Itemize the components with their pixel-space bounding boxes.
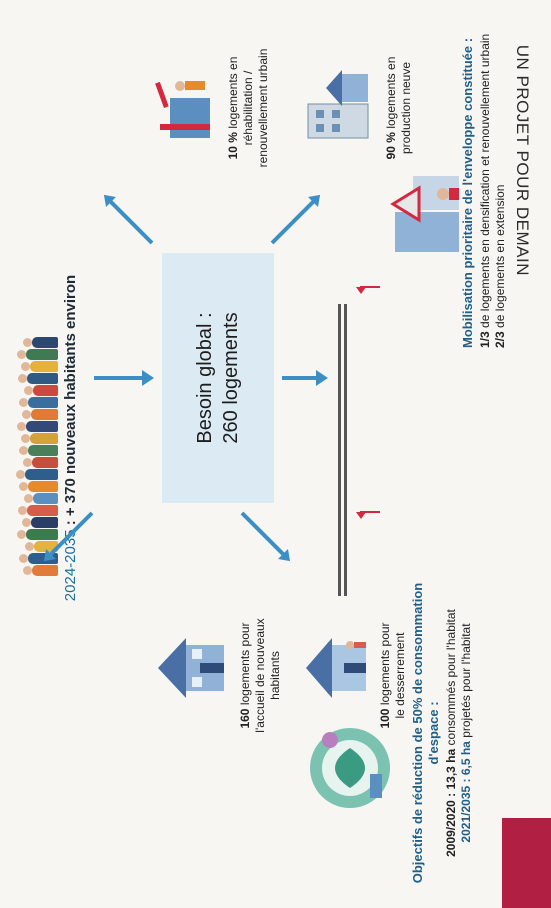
mobilisation-line-2-value: 2/3 bbox=[493, 331, 507, 348]
globe-ecology-icon bbox=[300, 718, 400, 818]
house-family-icon bbox=[300, 633, 370, 703]
house-with-people-icon bbox=[150, 633, 228, 703]
arrow-to-rehabilitation bbox=[108, 199, 154, 245]
construction-workers-icon bbox=[140, 68, 218, 148]
global-need-value: 260 logements bbox=[220, 312, 242, 444]
mobilisation-line-2: 2/3 de logements en extension bbox=[493, 18, 508, 348]
global-need-title: Besoin global : bbox=[194, 312, 216, 444]
divider-line-2 bbox=[344, 304, 347, 596]
arrow-population-to-need bbox=[94, 376, 144, 380]
need-new-residents: 160 logements pour l'accueil de nouveaux… bbox=[238, 618, 283, 733]
mobilisation-line-2-text: de logements en extension bbox=[493, 184, 507, 332]
crowd-people-icon bbox=[14, 326, 58, 576]
objectives-line-2: 2021/2035 : 6,5 ha projetés pour l'habit… bbox=[459, 568, 474, 898]
urban-construction-icon bbox=[385, 168, 465, 258]
objectives-line-1-value: 2009/2020 : 13,3 ha bbox=[444, 748, 458, 857]
need-new-production: 90 % logements en production neuve bbox=[384, 43, 414, 173]
arrow-head-2 bbox=[316, 370, 328, 386]
objectives-title: Objectifs de réduction de 50% de consomm… bbox=[410, 582, 441, 884]
need-desserrement: 100 logements pour le desserrement bbox=[378, 618, 408, 733]
new-building-icon bbox=[298, 66, 376, 146]
objectives-line-2-text: projetés pour l'habitat bbox=[459, 623, 473, 742]
need-new-production-value: 90 % bbox=[384, 132, 398, 160]
objectives-line-1-text: consommés pour l'habitat bbox=[444, 609, 458, 749]
banner: UN PROJET POUR DEMAIN bbox=[502, 0, 551, 908]
arrow-to-desserrement bbox=[240, 511, 286, 557]
arrow-need-to-divider bbox=[282, 376, 318, 380]
objectives-block: Objectifs de réduction de 50% de consomm… bbox=[410, 568, 474, 898]
global-need-box: Besoin global : 260 logements bbox=[162, 253, 274, 503]
red-arrow-mobilisation bbox=[360, 286, 380, 288]
need-desserrement-label: logements pour le desserrement bbox=[378, 622, 407, 719]
mobilisation-title: Mobilisation prioritaire de l'enveloppe … bbox=[460, 37, 475, 348]
divider-line bbox=[338, 304, 341, 596]
mobilisation-line-1-text: de logements en densification et renouve… bbox=[478, 33, 492, 332]
arrow-head bbox=[142, 370, 154, 386]
mobilisation-block: Mobilisation prioritaire de l'enveloppe … bbox=[460, 18, 508, 348]
need-new-residents-value: 160 bbox=[238, 708, 252, 729]
population-caption: 2024-2035 : + 370 nouveaux habitants env… bbox=[62, 273, 79, 603]
arrow-to-new-production bbox=[270, 199, 316, 245]
objectives-line-1: 2009/2020 : 13,3 ha consommés pour l'hab… bbox=[444, 568, 459, 898]
need-rehabilitation: 10 % logements en réhabilitation / renou… bbox=[226, 38, 271, 178]
mobilisation-line-1: 1/3 de logements en densification et ren… bbox=[478, 18, 493, 348]
banner-title: UN PROJET POUR DEMAIN bbox=[513, 45, 532, 277]
need-rehabilitation-value: 10 % bbox=[226, 132, 240, 160]
red-arrow-objectives bbox=[360, 511, 380, 513]
objectives-line-2-value: 2021/2035 : 6,5 ha bbox=[459, 741, 473, 843]
mobilisation-line-1-value: 1/3 bbox=[478, 331, 492, 348]
population-label: : + 370 nouveaux habitants environ bbox=[62, 274, 79, 530]
